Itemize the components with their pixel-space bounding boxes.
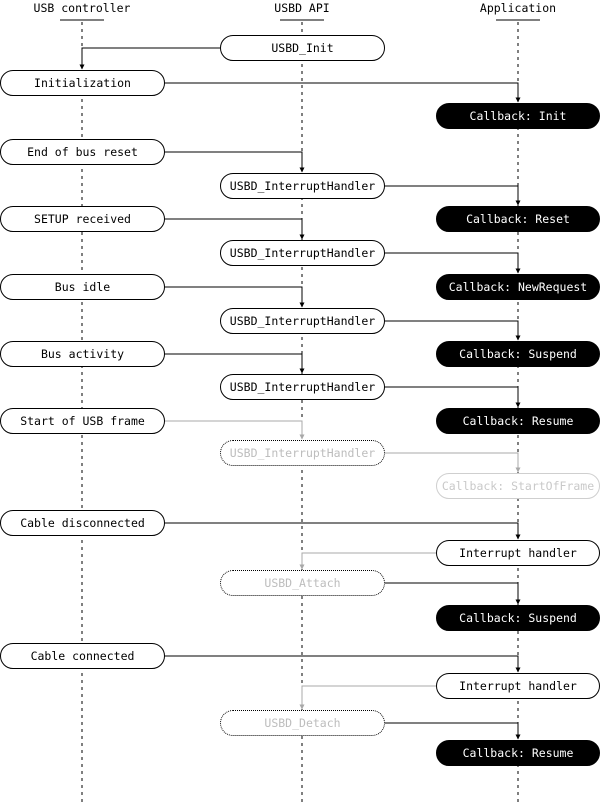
lifeline-label-usbd-api: USBD API	[274, 1, 330, 15]
message-setup-received-to-irq-2	[165, 218, 305, 240]
node-irq-2: USBD_InterruptHandler	[220, 240, 385, 266]
node-usbd-init: USBD_Init	[220, 35, 385, 61]
message-irq-4-to-callback-res-1	[385, 386, 521, 408]
node-irq-5-ghost: USBD_InterruptHandler	[220, 440, 385, 466]
node-usbd-detach: USBD_Detach	[220, 710, 385, 736]
node-irq-4: USBD_InterruptHandler	[220, 374, 385, 400]
node-callback-susp-1: Callback: Suspend	[436, 341, 600, 367]
node-irq-1: USBD_InterruptHandler	[220, 173, 385, 199]
message-start-usb-frame-to-irq-5-ghost	[165, 420, 305, 440]
node-start-usb-frame: Start of USB frame	[0, 408, 165, 434]
node-cable-disconn: Cable disconnected	[0, 510, 165, 536]
node-callback-sof: Callback: StartOfFrame	[436, 473, 600, 499]
node-callback-susp-2: Callback: Suspend	[436, 605, 600, 631]
message-irq-handler-1-to-usbd-attach	[299, 552, 436, 570]
message-irq-2-to-callback-newreq	[385, 252, 521, 274]
message-irq-5-ghost-to-callback-sof	[385, 452, 521, 473]
message-irq-handler-2-to-usbd-detach	[299, 685, 436, 710]
message-usbd-detach-to-callback-res-2	[385, 722, 521, 740]
lifeline-label-usb-controller: USB controller	[33, 1, 131, 15]
message-bus-idle-to-irq-3	[165, 286, 305, 308]
node-irq-3: USBD_InterruptHandler	[220, 308, 385, 334]
node-irq-handler-1: Interrupt handler	[436, 540, 600, 566]
message-irq-3-to-callback-susp-1	[385, 320, 521, 341]
node-callback-init: Callback: Init	[436, 103, 600, 129]
node-usbd-attach: USBD_Attach	[220, 570, 385, 596]
message-cable-disconn-to-irq-handler-1	[165, 522, 521, 540]
message-irq-1-to-callback-reset	[385, 185, 521, 206]
node-callback-reset: Callback: Reset	[436, 206, 600, 232]
message-end-of-bus-reset-to-irq-1	[165, 151, 305, 173]
node-initialization: Initialization	[0, 70, 165, 96]
node-end-of-bus-reset: End of bus reset	[0, 139, 165, 165]
message-usbd-init-to-initialization	[79, 47, 220, 70]
message-bus-activity-to-irq-4	[165, 353, 305, 374]
node-callback-res-2: Callback: Resume	[436, 740, 600, 766]
node-callback-res-1: Callback: Resume	[436, 408, 600, 434]
node-callback-newreq: Callback: NewRequest	[436, 274, 600, 300]
node-cable-conn: Cable connected	[0, 643, 165, 669]
messages-group	[79, 47, 521, 740]
node-setup-received: SETUP received	[0, 206, 165, 232]
message-initialization-to-callback-init	[165, 82, 521, 103]
message-usbd-attach-to-callback-susp-2	[385, 582, 521, 605]
lifeline-label-application: Application	[479, 1, 557, 15]
message-cable-conn-to-irq-handler-2	[165, 655, 521, 673]
node-bus-activity: Bus activity	[0, 341, 165, 367]
node-irq-handler-2: Interrupt handler	[436, 673, 600, 699]
node-bus-idle: Bus idle	[0, 274, 165, 300]
